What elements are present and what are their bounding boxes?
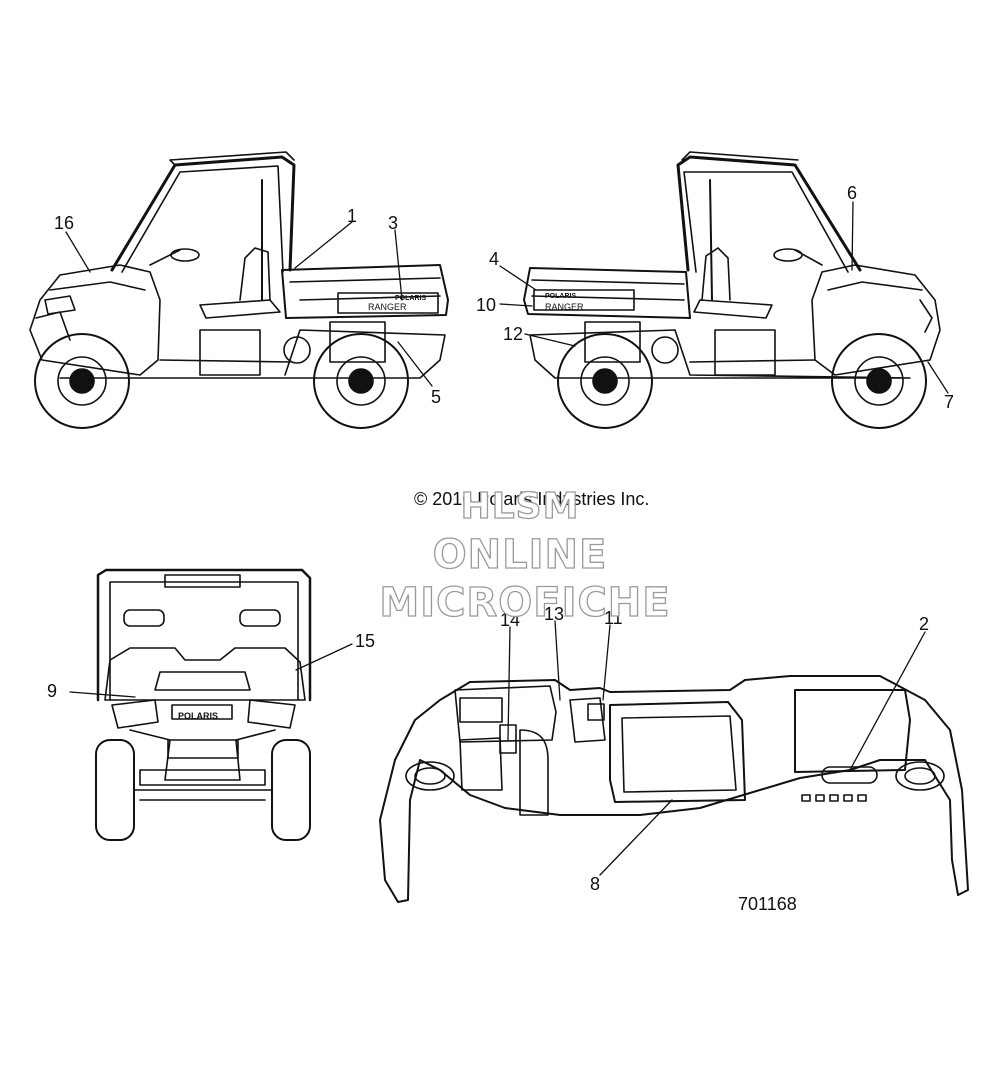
decal-model-right: RANGER [545,302,584,312]
callout-7: 7 [944,392,955,412]
vehicle-right-side-view [523,151,941,429]
decal-brand-left: POLARIS [395,295,426,302]
decal-brand-front: POLARIS [178,711,218,721]
callout-6: 6 [847,183,858,203]
diagram-part-number: 701168 [738,894,797,914]
callout-1: 1 [347,206,358,226]
callout-8: 8 [590,874,601,894]
callout-4: 4 [489,249,500,269]
callout-3: 3 [388,213,399,233]
callout-14: 14 [500,610,521,630]
watermark-line-1: HLSM [460,485,580,527]
watermark-line-2: ONLINE [432,531,608,578]
vehicle-front-view [95,568,312,841]
watermark-line-3: MICROFICHE [379,579,671,626]
dashboard-part [379,675,969,903]
decal-model-left: RANGER [368,302,407,312]
decal-brand-right: POLARIS [545,293,576,300]
vehicle-left-side-view [29,151,449,429]
leader-lines [65,201,949,876]
callout-12: 12 [503,324,524,344]
copyright-notice: © 2016 Polaris Industries Inc. [414,489,650,509]
callout-10: 10 [476,295,497,315]
callout-15: 15 [355,631,376,651]
callout-5: 5 [431,387,442,407]
callout-9: 9 [47,681,58,701]
callout-2: 2 [919,614,930,634]
callout-11: 11 [604,608,623,628]
callout-16: 16 [54,213,75,233]
callout-13: 13 [544,604,565,624]
